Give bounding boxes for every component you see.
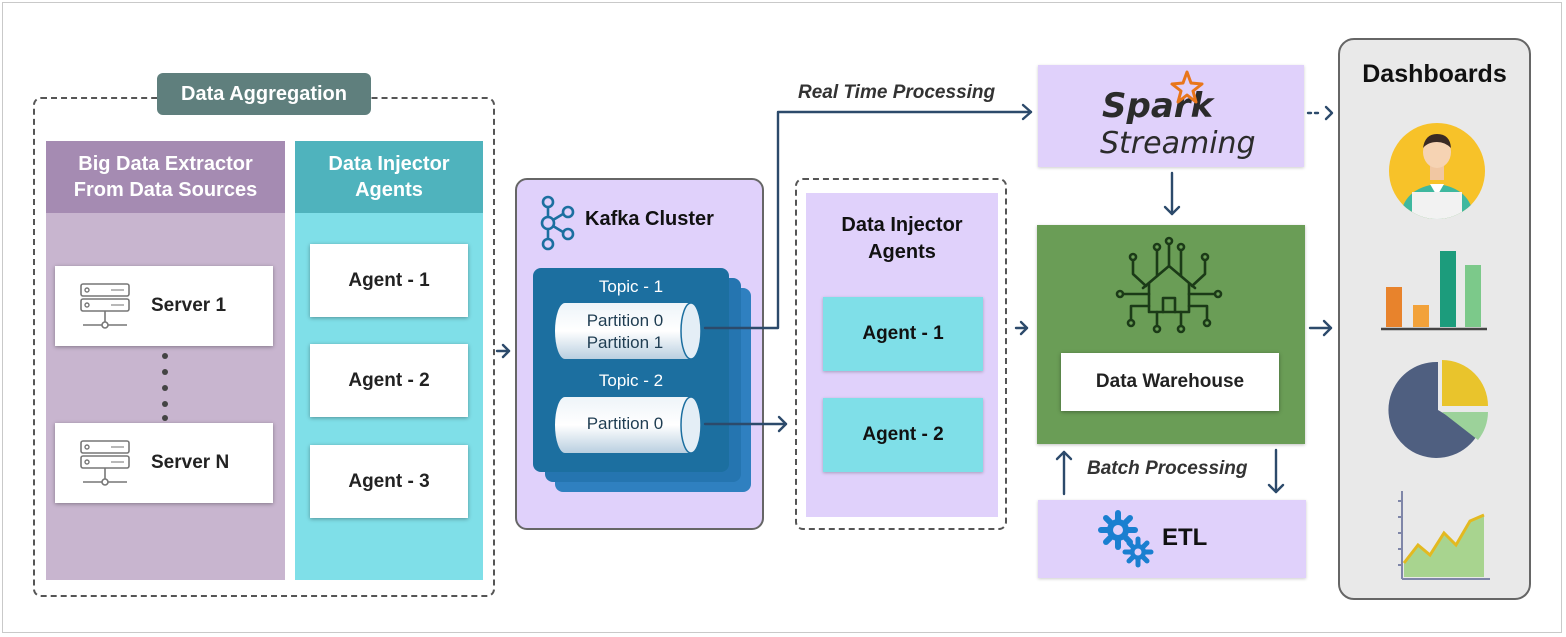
streaming-wordmark: Streaming — [1100, 126, 1256, 161]
spark-star-icon — [1170, 70, 1204, 104]
topic-1-cylinder — [555, 302, 702, 360]
spark-streaming-box — [1038, 65, 1304, 167]
etl-box — [1038, 500, 1306, 578]
server-icon — [80, 440, 130, 486]
arrow-topic1-to-spark — [703, 110, 1033, 330]
injector-2-agent-2: Agent - 2 — [823, 398, 983, 472]
batch-processing-label: Batch Processing — [1087, 458, 1248, 479]
server-card-1: Server 1 — [55, 266, 273, 346]
circuit-house-icon — [1115, 236, 1223, 334]
data-aggregation-label: Data Aggregation — [157, 73, 371, 115]
partition-label: Partition 0 — [586, 311, 664, 330]
server-icon — [80, 283, 130, 329]
injector-2-agent-1: Agent - 1 — [823, 297, 983, 371]
agent-card-2: Agent - 2 — [310, 344, 468, 417]
agent-card-1: Agent - 1 — [310, 244, 468, 317]
injector-group-2 — [795, 178, 1007, 530]
topic-2-cylinder — [555, 396, 702, 454]
kafka-icon — [540, 195, 575, 251]
injector-2-title: Data Injector Agents — [841, 214, 963, 263]
gears-icon — [1098, 510, 1154, 568]
pie-chart-icon — [1388, 360, 1488, 458]
topic-1-partitions: Partition 0 Partition 1 — [555, 310, 695, 356]
vertical-ellipsis-icon — [162, 353, 168, 421]
injector-header: Data Injector Agents — [295, 141, 483, 213]
topic-2-partitions: Partition 0 — [555, 413, 695, 437]
topic-2-label: Topic - 2 — [598, 371, 664, 390]
server-label-n: Server N — [151, 452, 230, 473]
bar-chart-icon — [1381, 251, 1487, 331]
agent-card-3: Agent - 3 — [310, 445, 468, 518]
server-card-n: Server N — [55, 423, 273, 503]
extractor-column — [46, 141, 285, 580]
data-warehouse-label: Data Warehouse — [1061, 353, 1279, 411]
dashboards-title: Dashboards — [1362, 60, 1507, 88]
user-avatar-icon — [1389, 123, 1485, 219]
kafka-cluster-title: Kafka Cluster — [585, 208, 714, 230]
partition-label: Partition 1 — [586, 333, 664, 352]
line-chart-icon — [1398, 491, 1490, 580]
etl-label: ETL — [1162, 524, 1208, 551]
extractor-header: Big Data Extractor From Data Sources — [46, 141, 285, 213]
topic-1-label: Topic - 1 — [598, 277, 664, 296]
realtime-processing-label: Real Time Processing — [798, 82, 996, 103]
partition-label: Partition 0 — [586, 414, 664, 433]
server-label-1: Server 1 — [151, 295, 227, 316]
